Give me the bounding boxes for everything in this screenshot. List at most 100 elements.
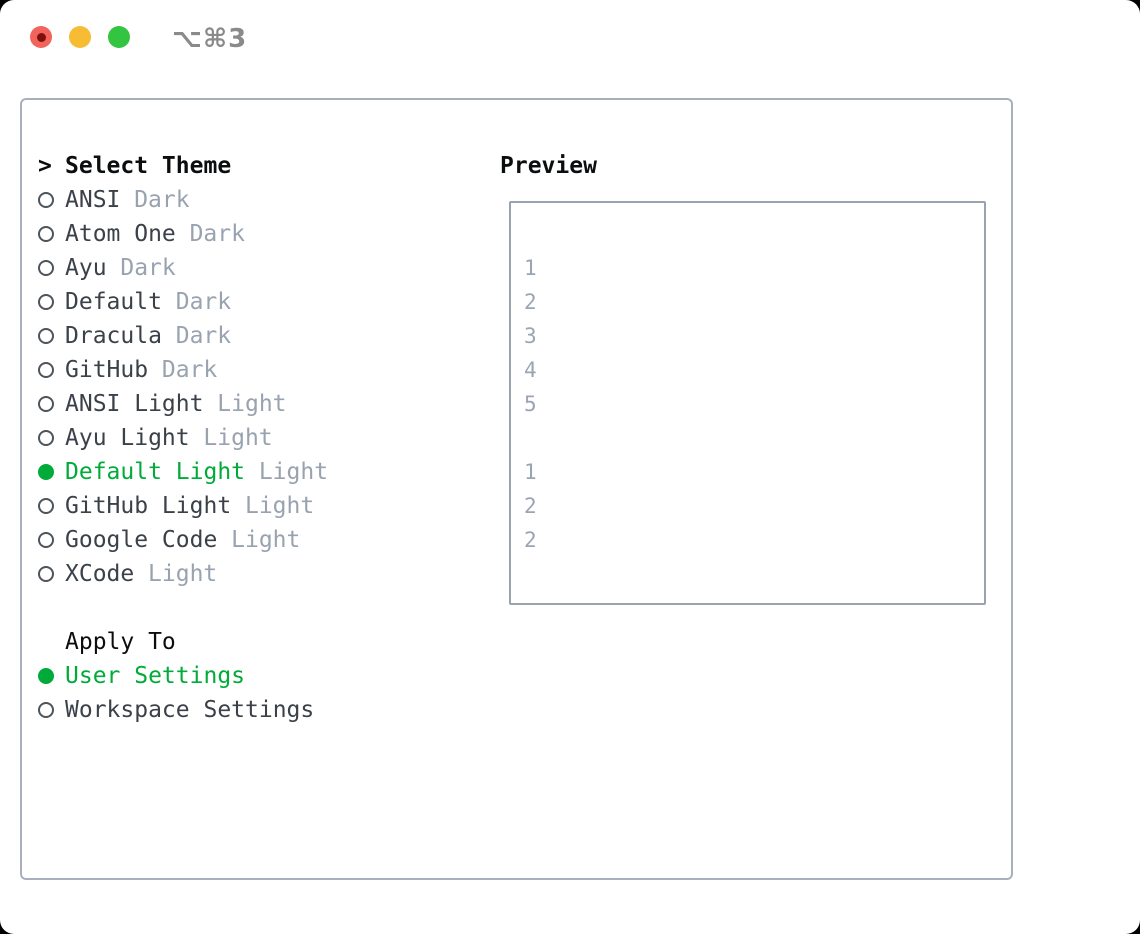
theme-option[interactable]: Google Code Light	[38, 523, 478, 557]
preview-title: Preview	[500, 153, 597, 179]
cursor-arrow-icon: >	[38, 153, 52, 179]
theme-variant: Light	[258, 459, 329, 485]
radio-marker	[38, 464, 65, 480]
radio-icon	[38, 566, 54, 582]
apply-to-option[interactable]: User Settings	[38, 659, 478, 693]
line-number: 1	[524, 460, 537, 484]
radio-icon	[38, 294, 54, 310]
select-theme-title: Select Theme	[65, 153, 232, 179]
code-line: 3	[524, 319, 978, 353]
theme-name: Ayu Light	[65, 425, 190, 451]
code-line: 1	[524, 455, 978, 489]
line-number: 2	[524, 528, 537, 552]
theme-option[interactable]: Ayu Light Light	[38, 421, 478, 455]
theme-option[interactable]: Ayu Dark	[38, 251, 478, 285]
code-line: 2	[524, 285, 978, 319]
line-number: 2	[524, 494, 537, 518]
code-line: 5	[524, 387, 978, 421]
radio-marker	[38, 430, 65, 446]
theme-option[interactable]: GitHub Light Light	[38, 489, 478, 523]
code-line: 2	[524, 523, 978, 557]
radio-icon	[38, 498, 54, 514]
radio-marker	[38, 260, 65, 276]
theme-list: ANSI Dark Atom One Dark Ayu Dark Default…	[38, 183, 478, 591]
theme-name: ANSI Light	[65, 391, 204, 417]
preview-box: 1 2 3 4	[509, 201, 986, 605]
theme-option[interactable]: ANSI Light Light	[38, 387, 478, 421]
radio-icon	[38, 362, 54, 378]
preview-code: 1 2 3 4	[524, 251, 978, 557]
theme-name: XCode	[65, 561, 135, 587]
radio-icon	[38, 532, 54, 548]
close-button[interactable]	[30, 26, 52, 48]
radio-marker	[38, 294, 65, 310]
apply-to-option-label: User Settings	[65, 663, 246, 689]
theme-option[interactable]: Default Dark	[38, 285, 478, 319]
radio-icon	[38, 260, 54, 276]
radio-marker	[38, 532, 65, 548]
theme-variant: Light	[217, 391, 287, 417]
gap	[38, 727, 478, 761]
theme-name: GitHub	[65, 357, 149, 383]
radio-icon	[38, 702, 54, 718]
theme-option[interactable]: Dracula Dark	[38, 319, 478, 353]
code-text	[559, 504, 711, 576]
theme-variant: Dark	[120, 255, 176, 281]
apply-to-option[interactable]: Workspace Settings	[38, 693, 478, 727]
radio-marker	[38, 328, 65, 344]
window-title: ⌥⌘3	[172, 24, 248, 54]
radio-icon	[38, 328, 54, 344]
help-text-line	[38, 761, 478, 795]
theme-name: Ayu	[65, 255, 107, 281]
theme-variant: Light	[231, 527, 301, 553]
theme-selector-column: > Select Theme ANSI Dark Atom One Dark A…	[38, 149, 478, 829]
apply-to-title: Apply To	[65, 629, 176, 655]
radio-icon	[38, 192, 54, 208]
help-text-line	[38, 795, 478, 829]
theme-variant: Dark	[175, 323, 232, 349]
line-number: 5	[524, 392, 537, 416]
theme-option[interactable]: GitHub Dark	[38, 353, 478, 387]
radio-icon	[38, 464, 54, 480]
radio-icon	[38, 430, 54, 446]
theme-option[interactable]: Default Light Light	[38, 455, 478, 489]
select-theme-header: > Select Theme	[38, 149, 478, 183]
radio-marker	[38, 362, 65, 378]
theme-variant: Light	[244, 493, 315, 519]
radio-icon	[38, 396, 54, 412]
radio-marker	[38, 702, 65, 718]
apply-to-list: User Settings Workspace Settings	[38, 659, 478, 727]
theme-variant: Dark	[134, 187, 190, 213]
radio-marker	[38, 498, 65, 514]
theme-option[interactable]: ANSI Dark	[38, 183, 478, 217]
line-number: 1	[524, 256, 537, 280]
line-number: 2	[524, 290, 537, 314]
theme-settings-panel	[20, 98, 1013, 880]
line-number: 4	[524, 358, 537, 382]
line-number: 3	[524, 324, 537, 348]
theme-name: Dracula	[65, 323, 162, 349]
code-line: 4	[524, 353, 978, 387]
maximize-button[interactable]	[108, 26, 130, 48]
radio-marker	[38, 192, 65, 208]
radio-marker	[38, 226, 65, 242]
help-text	[38, 761, 478, 829]
radio-icon	[38, 226, 54, 242]
code-line: 2	[524, 489, 978, 523]
gap	[38, 591, 478, 625]
theme-name: GitHub Light	[65, 493, 232, 519]
minimize-button[interactable]	[69, 26, 91, 48]
theme-name: Default	[65, 289, 162, 315]
theme-variant: Dark	[161, 357, 218, 383]
radio-marker	[38, 396, 65, 412]
apply-to-header: Apply To	[38, 625, 478, 659]
theme-variant: Light	[203, 425, 273, 451]
traffic-lights	[30, 26, 130, 48]
titlebar: ⌥⌘3	[0, 0, 1140, 74]
apply-to-option-label: Workspace Settings	[65, 697, 315, 723]
radio-icon	[38, 668, 54, 684]
close-dot-icon	[36, 32, 46, 42]
theme-option[interactable]: Atom One Dark	[38, 217, 478, 251]
theme-option[interactable]: XCode Light	[38, 557, 478, 591]
